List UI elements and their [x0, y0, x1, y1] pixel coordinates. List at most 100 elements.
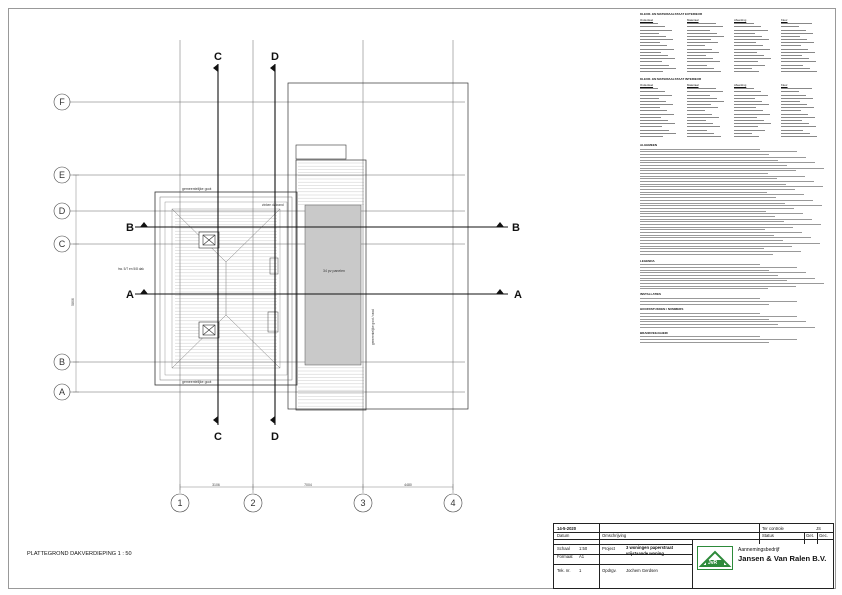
spec-row — [640, 70, 830, 73]
text-line — [687, 48, 712, 50]
text-line — [734, 88, 754, 90]
spec-row — [640, 103, 830, 106]
text-line — [781, 88, 812, 90]
legend-title: LEGENDA — [640, 258, 655, 263]
spec-row — [640, 106, 830, 109]
text-line — [640, 224, 821, 225]
text-line — [640, 159, 778, 161]
install-body — [640, 298, 830, 305]
text-line — [640, 148, 760, 150]
section-label-d-top: D — [271, 51, 279, 63]
text-line — [640, 110, 667, 112]
text-line — [640, 210, 766, 212]
text-line — [640, 242, 820, 244]
section-label-a-left: A — [126, 289, 134, 301]
text-line — [734, 29, 768, 31]
text-line — [734, 94, 768, 96]
text-line — [687, 23, 716, 25]
spec-row — [640, 132, 830, 135]
text-line — [781, 94, 806, 96]
text-line — [640, 341, 769, 343]
codes-body — [640, 313, 830, 328]
grid-bubbles-rows — [53, 93, 71, 401]
text-line — [781, 61, 816, 63]
text-line — [781, 104, 807, 105]
spec-row — [640, 48, 830, 51]
label-pv: 34 pv panelen — [323, 269, 345, 273]
text-line — [640, 64, 669, 66]
fire-title: BRANDVEILIGHEID — [640, 330, 668, 335]
text-line — [687, 123, 713, 125]
dim-text: 3106 — [212, 483, 220, 487]
grid-bubbles-cols — [170, 493, 463, 513]
company-logo-icon: JvR — [697, 546, 733, 570]
text-line — [734, 23, 754, 25]
text-line — [640, 321, 806, 323]
tb-project-value-1: 3 woningen paperstraat — [626, 545, 674, 550]
grid-col-label: 4 — [450, 498, 455, 508]
tb-client-label: Opdrgv. — [602, 568, 617, 573]
spec-row — [640, 35, 830, 38]
text-line — [640, 135, 663, 137]
label-parapet: zinken dakrand — [262, 203, 284, 207]
text-line — [640, 23, 658, 25]
text-line — [640, 70, 663, 72]
text-line — [640, 172, 768, 174]
tb-drawn-value: JS — [816, 525, 821, 531]
dimension-bottom — [179, 484, 454, 490]
spec-row — [640, 54, 830, 57]
grid-row-label: C — [59, 239, 66, 249]
text-line — [781, 120, 802, 121]
text-line — [734, 91, 761, 93]
text-line — [734, 129, 765, 131]
text-line — [640, 250, 801, 252]
tb-drawing-no-value: 1 — [579, 568, 582, 573]
text-line — [640, 288, 768, 290]
spec-row — [640, 22, 830, 25]
text-line — [640, 156, 806, 158]
text-line — [640, 170, 796, 172]
text-line — [640, 197, 776, 199]
spec-title-2: KLEUR- EN MATERIAALSTAAT INTERIEUR — [640, 77, 702, 81]
spec-row — [640, 63, 830, 66]
grid-lines — [70, 40, 465, 493]
text-line — [640, 213, 803, 215]
text-line — [640, 178, 777, 180]
tb-project-value-2: vrijstaande woning — [626, 551, 664, 556]
spec-column-header: Onderdeel — [640, 18, 654, 22]
text-line — [640, 234, 774, 236]
spec-column-header: Afwerking — [734, 83, 747, 87]
spec-column-header: Afwerking — [734, 18, 747, 22]
spec-row — [640, 41, 830, 44]
text-line — [781, 129, 803, 131]
text-line — [640, 183, 786, 185]
text-line — [640, 167, 824, 169]
spec-row — [640, 28, 830, 31]
text-line — [781, 132, 810, 134]
text-line — [734, 32, 755, 34]
section-label-a-right: A — [514, 289, 522, 301]
text-line — [781, 107, 814, 109]
text-line — [640, 94, 672, 96]
text-line — [781, 26, 799, 28]
text-line — [640, 339, 797, 340]
text-line — [781, 113, 808, 115]
spec-row — [640, 51, 830, 54]
text-line — [640, 229, 765, 231]
text-line — [640, 298, 760, 300]
text-line — [734, 100, 762, 102]
tb-description-label: Omschrijving — [602, 533, 627, 538]
building-outline — [287, 82, 469, 410]
spec-block: KLEUR- EN MATERIAALSTAAT EXTERIEUR Onder… — [640, 12, 830, 442]
text-line — [734, 61, 758, 63]
spec-row — [640, 135, 830, 138]
section-label-d-bottom: D — [271, 431, 279, 443]
text-line — [640, 123, 675, 125]
text-line — [640, 39, 673, 40]
text-line — [781, 39, 807, 40]
text-line — [687, 55, 706, 56]
text-line — [687, 61, 720, 63]
spec-row — [640, 44, 830, 47]
text-line — [687, 129, 707, 131]
